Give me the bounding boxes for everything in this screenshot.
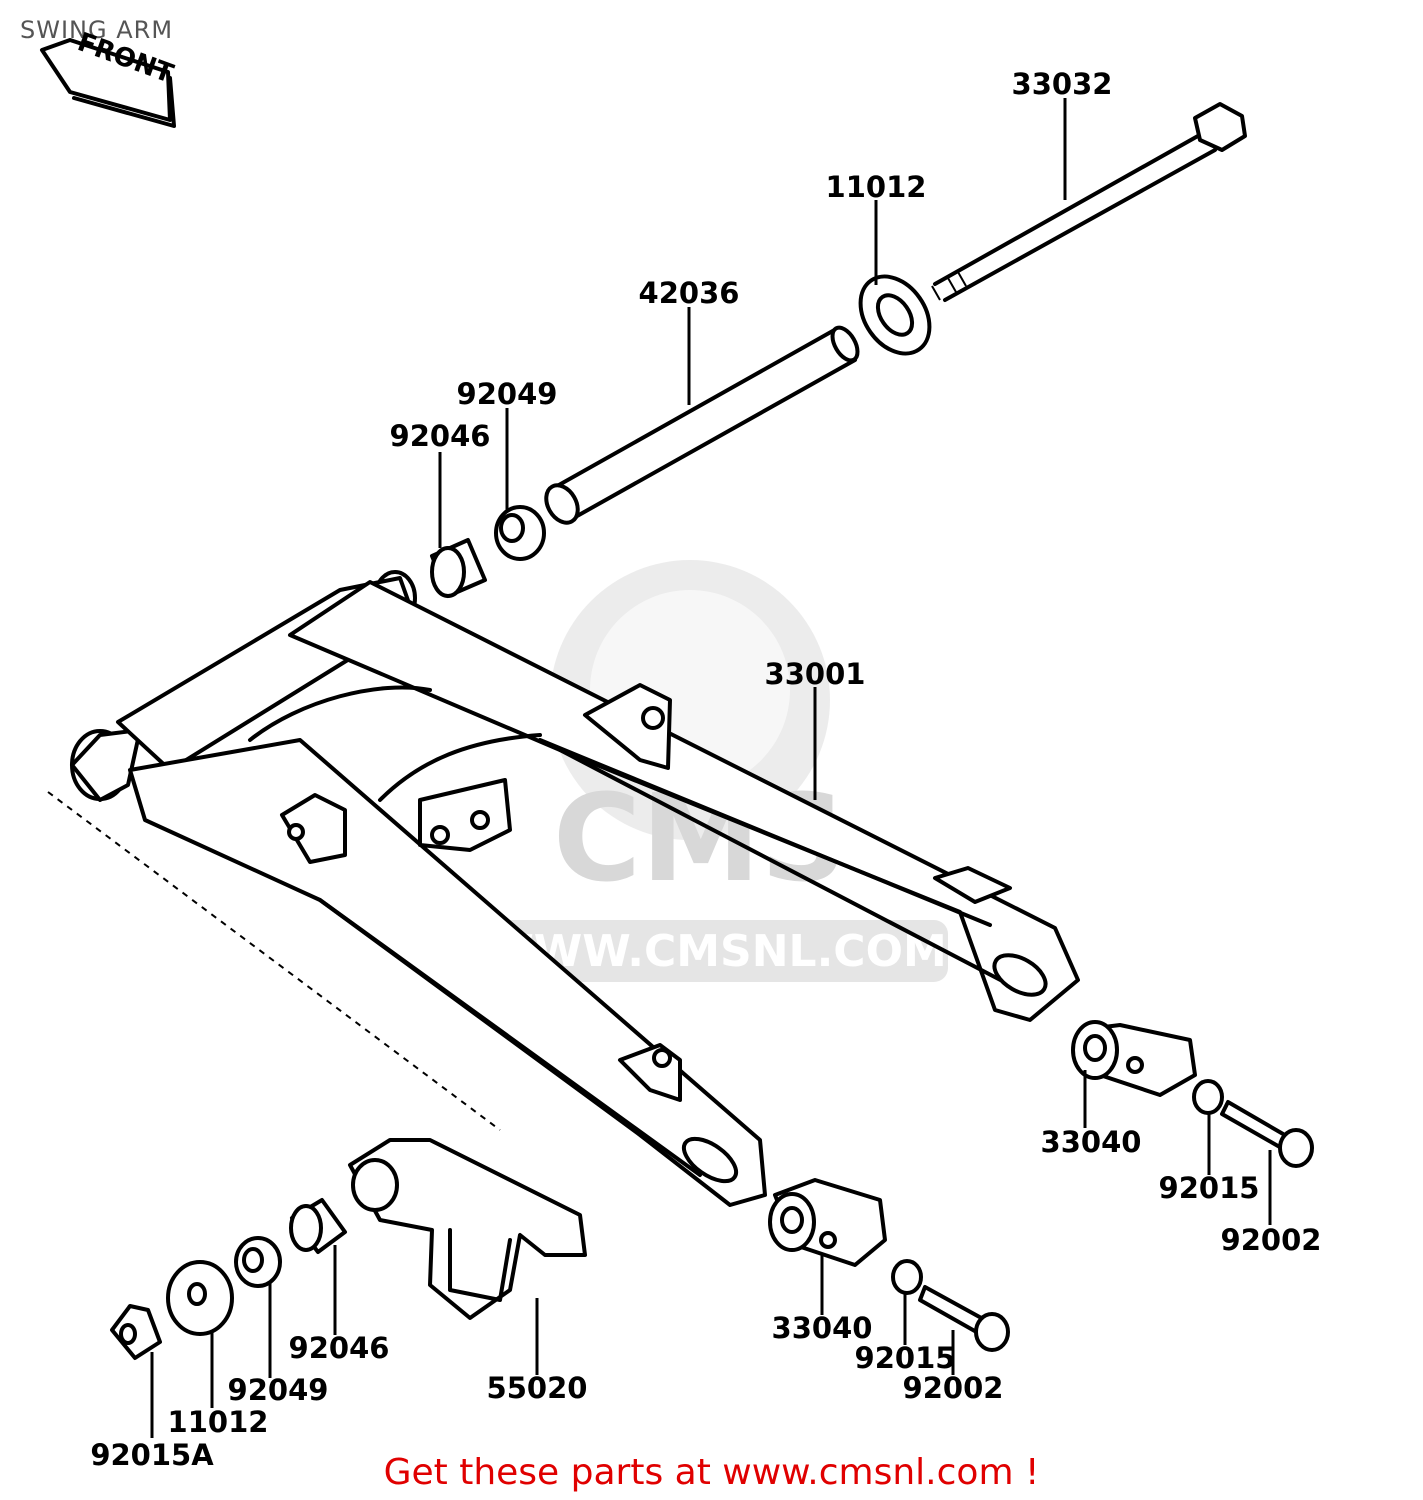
collar-shape xyxy=(494,505,546,561)
part-label-11012-seal: 11012 xyxy=(168,1405,269,1439)
watermark: CMS WWW.CMSNL.COM xyxy=(484,560,948,982)
part-label-92049-collar: 92049 xyxy=(457,377,558,411)
leader-lines xyxy=(150,98,1272,1438)
seal-shape xyxy=(166,1260,234,1336)
part-label-92046-bearing: 92046 xyxy=(390,419,491,453)
front-arrow-icon: FRONT xyxy=(40,27,177,128)
part-label-92015a-cap-nut: 92015A xyxy=(90,1438,214,1472)
part-label-92002-bolt: 92002 xyxy=(903,1371,1004,1405)
part-label-42036-sleeve: 42036 xyxy=(639,276,740,310)
part-label-92015-nut: 92015 xyxy=(1159,1171,1260,1205)
part-labels: 33032 11012 42036 92049 92046 33001 3304… xyxy=(90,67,1321,1472)
part-label-92002-bolt: 92002 xyxy=(1221,1223,1322,1257)
page-title: SWING ARM xyxy=(20,16,174,44)
part-label-11012-seal: 11012 xyxy=(826,170,927,204)
part-label-33040-adjuster: 33040 xyxy=(1041,1125,1142,1159)
chain-guide-shape xyxy=(348,1138,587,1320)
part-label-92015-nut: 92015 xyxy=(855,1341,956,1375)
part-label-92049-collar: 92049 xyxy=(228,1373,329,1407)
adjuster-bolt-shape xyxy=(918,1100,1314,1352)
needle-bearing-shape xyxy=(430,538,487,598)
part-label-33040-adjuster: 33040 xyxy=(772,1311,873,1345)
part-label-33032-pivot-bolt: 33032 xyxy=(1012,67,1113,101)
swing-arm-shape xyxy=(47,570,1080,1207)
chain-adjuster-shape xyxy=(1071,1020,1197,1097)
needle-bearing-shape xyxy=(289,1198,347,1254)
sleeve-shape xyxy=(544,325,860,525)
chain-adjuster-shape xyxy=(768,1178,887,1267)
seal-shape xyxy=(858,274,932,356)
collar-shape xyxy=(234,1236,282,1288)
cap-nut-shape xyxy=(110,1304,162,1360)
part-label-33001-swing-arm: 33001 xyxy=(765,657,866,691)
part-label-92046-bearing: 92046 xyxy=(289,1331,390,1365)
get-parts-link[interactable]: Get these parts at www.cmsnl.com ! xyxy=(383,1452,1040,1493)
part-label-55020-chain-guide: 55020 xyxy=(487,1371,588,1405)
pivot-bolt-shape xyxy=(931,102,1247,302)
